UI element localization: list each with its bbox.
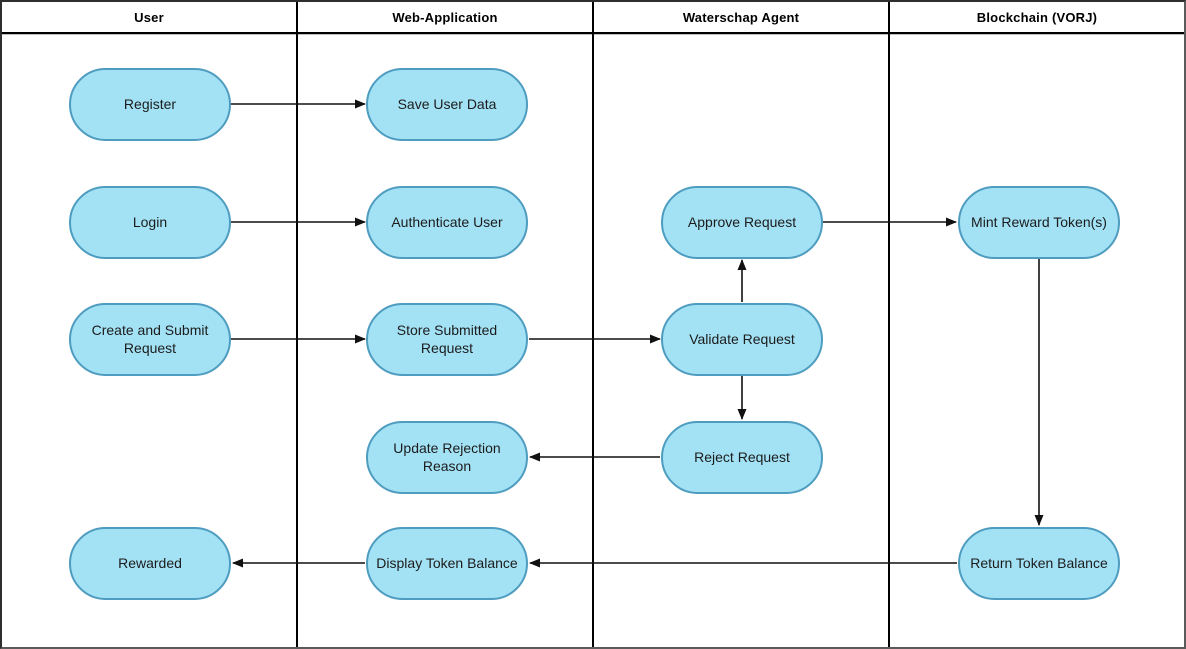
node-approve-request: Approve Request xyxy=(661,185,823,259)
node-rewarded: Rewarded xyxy=(69,526,231,600)
node-create-and-submit-request: Create and Submit Request xyxy=(69,302,231,376)
lane-header-blockchain-vorj: Blockchain (VORJ) xyxy=(890,2,1184,34)
node-store-submitted-request: Store Submitted Request xyxy=(366,302,528,376)
lane-user: User xyxy=(2,2,298,647)
lane-header-user: User xyxy=(2,2,296,34)
lane-header-waterschap-agent: Waterschap Agent xyxy=(594,2,888,34)
node-return-token-balance: Return Token Balance xyxy=(958,526,1120,600)
node-update-rejection-reason: Update Rejection Reason xyxy=(366,420,528,494)
node-validate-request: Validate Request xyxy=(661,302,823,376)
lane-web-application: Web-Application xyxy=(298,2,594,647)
node-save-user-data: Save User Data xyxy=(366,67,528,141)
node-login: Login xyxy=(69,185,231,259)
lane-header-web-application: Web-Application xyxy=(298,2,592,34)
node-display-token-balance: Display Token Balance xyxy=(366,526,528,600)
node-authenticate-user: Authenticate User xyxy=(366,185,528,259)
node-mint-reward-tokens: Mint Reward Token(s) xyxy=(958,185,1120,259)
node-reject-request: Reject Request xyxy=(661,420,823,494)
lane-waterschap-agent: Waterschap Agent xyxy=(594,2,890,647)
node-register: Register xyxy=(69,67,231,141)
lane-blockchain-vorj: Blockchain (VORJ) xyxy=(890,2,1184,647)
